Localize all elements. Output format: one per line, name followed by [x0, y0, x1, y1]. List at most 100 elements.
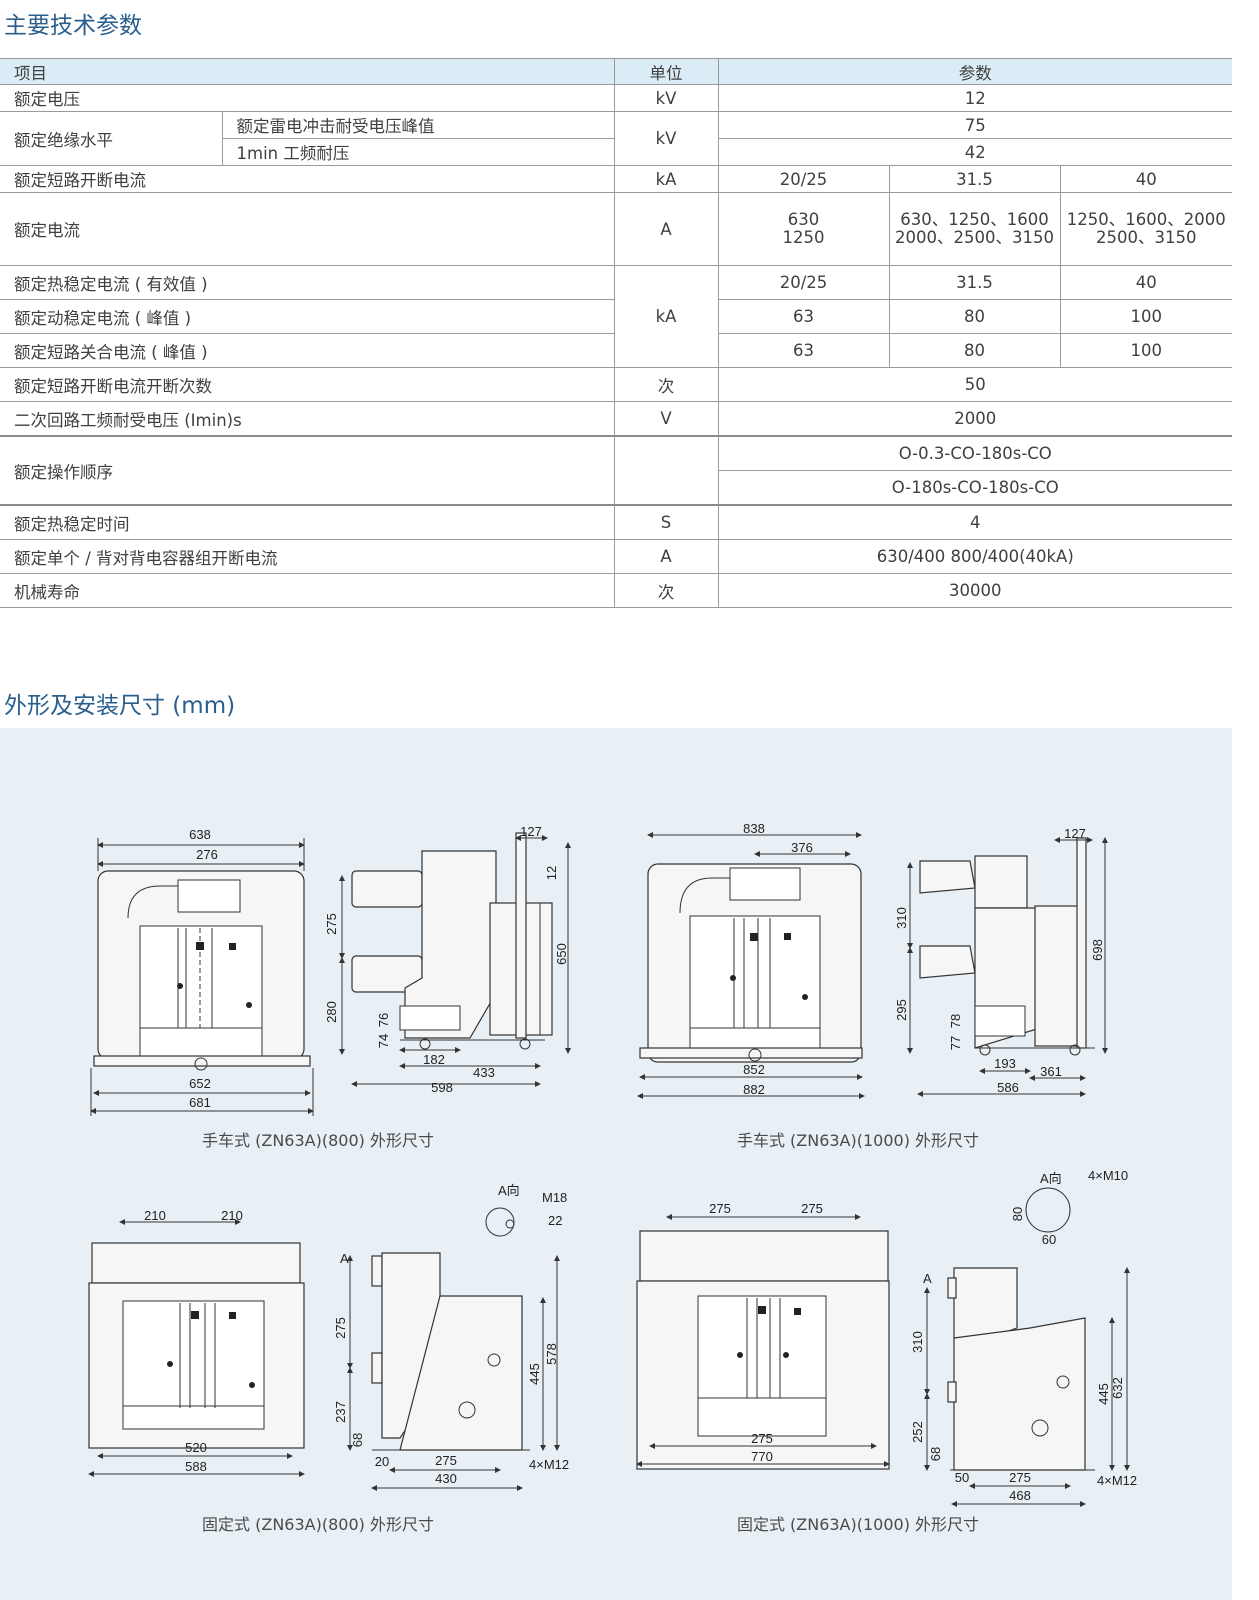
row-value: 50 — [717, 367, 1233, 402]
table-row: 额定单个 / 背对背电容器组开断电流 A 630/400 800/400(40k… — [0, 539, 1233, 574]
dim-310: 310 — [894, 907, 909, 929]
arrow-a-label: A — [340, 1251, 349, 1266]
a-direction-label: A向 — [498, 1183, 520, 1198]
dim-12: 12 — [544, 866, 559, 880]
dim-275-bottom: 275 — [435, 1453, 457, 1468]
row-value: 75 — [717, 111, 1233, 139]
table-header-row: 项目 单位 参数 — [0, 58, 1233, 85]
row-value: 630/400 800/400(40kA) — [717, 539, 1233, 574]
table-row: 额定动稳定电流 ( 峰值 ) 63 80 100 — [0, 299, 1233, 334]
drawings-svg: 638 276 652 681 127 12 275 650 280 74 76… — [88, 821, 1137, 1534]
spec-section-title: 主要技术参数 — [4, 13, 142, 39]
row-value: 2500、3150 — [1096, 228, 1197, 247]
spec-table: 项目 单位 参数 额定电压 kV 12 额定绝缘水平 额定雷电冲击耐受电压峰值 … — [0, 58, 1233, 608]
table-row: 额定操作顺序 O-0.3-CO-180s-CO — [0, 436, 1233, 506]
table-row: 额定热稳定电流 ( 有效值 ) kA 20/25 31.5 40 — [0, 265, 1233, 368]
dim-127: 127 — [520, 824, 542, 839]
row-value: 31.5 — [888, 165, 1060, 193]
dim-578: 578 — [544, 1343, 559, 1365]
dim-4xm10: 4×M10 — [1088, 1168, 1128, 1183]
row-label: 额定短路开断电流开断次数 — [0, 367, 614, 402]
dim-276: 276 — [196, 847, 218, 862]
row-value: 20/25 — [717, 165, 889, 193]
a-direction-label: A向 — [1040, 1171, 1062, 1186]
dim-445: 445 — [527, 1363, 542, 1385]
drawing-4-side-view: A向 4×M10 80 60 A 310 445 632 252 68 50 2… — [910, 1168, 1137, 1507]
row-sublabel: 额定雷电冲击耐受电压峰值 — [221, 111, 614, 139]
row-value: 630、1250、1600 — [900, 210, 1049, 229]
row-value: 20/25 — [717, 265, 889, 300]
row-value: 100 — [1059, 333, 1233, 368]
dim-433: 433 — [473, 1065, 495, 1080]
table-row: 额定短路关合电流 ( 峰值 ) 63 80 100 — [0, 333, 1233, 368]
arrow-a-label: A — [923, 1271, 932, 1286]
row-label: 额定短路开断电流 — [0, 165, 614, 193]
dim-80: 80 — [1010, 1207, 1025, 1221]
drawing-1-front-view: 638 276 652 681 — [90, 827, 314, 1116]
dim-252: 252 — [910, 1421, 925, 1443]
header-unit: 单位 — [613, 58, 718, 85]
row-label: 额定操作顺序 — [0, 436, 614, 506]
dim-76: 76 — [376, 1013, 391, 1027]
dim-520: 520 — [185, 1440, 207, 1455]
row-value: 40 — [1059, 165, 1233, 193]
row-value: 2000、2500、3150 — [895, 228, 1054, 247]
table-row: 机械寿命 次 30000 — [0, 573, 1233, 608]
dim-361: 361 — [1040, 1064, 1062, 1079]
dim-275: 275 — [333, 1317, 348, 1339]
caption-3: 固定式 (ZN63A)(800) 外形尺寸 — [202, 1515, 434, 1534]
table-row: 1min 工频耐压 42 — [0, 138, 1233, 166]
row-unit — [613, 436, 718, 506]
header-param: 参数 — [717, 58, 1233, 85]
row-unit: kV — [613, 111, 718, 166]
dim-210a: 210 — [144, 1208, 166, 1223]
row-value: 2000 — [717, 401, 1233, 437]
caption-2: 手车式 (ZN63A)(1000) 外形尺寸 — [737, 1131, 979, 1150]
dim-4xm12: 4×M12 — [529, 1457, 569, 1472]
drawing-4-front-view: 275 275 275 770 — [636, 1201, 890, 1470]
row-unit: 次 — [613, 367, 718, 402]
dim-698: 698 — [1090, 939, 1105, 961]
dim-275a: 275 — [709, 1201, 731, 1216]
dim-275-bottom: 275 — [1009, 1470, 1031, 1485]
dim-280: 280 — [324, 1001, 339, 1023]
dim-22: 22 — [548, 1213, 562, 1228]
row-unit: 次 — [613, 573, 718, 608]
dim-445: 445 — [1096, 1383, 1111, 1405]
row-unit: kA — [613, 165, 718, 193]
row-label: 额定短路关合电流 ( 峰值 ) — [0, 333, 614, 368]
row-unit: A — [613, 539, 718, 574]
row-unit: kV — [613, 84, 718, 112]
row-label: 额定热稳定电流 ( 有效值 ) — [0, 265, 614, 300]
row-sublabel: 1min 工频耐压 — [221, 138, 614, 166]
row-unit: kA — [613, 265, 718, 368]
dim-20: 20 — [375, 1454, 389, 1469]
dims-section-title: 外形及安装尺寸 (mm) — [4, 693, 236, 719]
row-label: 额定绝缘水平 — [0, 111, 222, 166]
table-row: 额定绝缘水平 额定雷电冲击耐受电压峰值 kV 75 — [0, 111, 1233, 166]
dim-68: 68 — [350, 1433, 365, 1447]
drawings-panel: 638 276 652 681 127 12 275 650 280 74 76… — [0, 728, 1232, 1600]
row-unit: V — [613, 401, 718, 437]
row-value: 1250 — [782, 228, 825, 247]
dim-882: 882 — [743, 1082, 765, 1097]
dim-275b: 275 — [801, 1201, 823, 1216]
dim-598: 598 — [431, 1080, 453, 1095]
dim-586: 586 — [997, 1080, 1019, 1095]
dim-77: 77 — [948, 1036, 963, 1050]
dim-588: 588 — [185, 1459, 207, 1474]
dim-210b: 210 — [221, 1208, 243, 1223]
row-value: 80 — [888, 299, 1060, 334]
row-label: 额定电压 — [0, 84, 614, 112]
dim-681: 681 — [189, 1095, 211, 1110]
dim-652: 652 — [189, 1076, 211, 1091]
dim-78: 78 — [948, 1014, 963, 1028]
dim-275: 275 — [324, 913, 339, 935]
table-row: 额定短路开断电流开断次数 次 50 — [0, 367, 1233, 402]
dim-310: 310 — [910, 1331, 925, 1353]
row-label: 机械寿命 — [0, 573, 614, 608]
row-value: 31.5 — [888, 265, 1060, 300]
row-label: 额定动稳定电流 ( 峰值 ) — [0, 299, 614, 334]
